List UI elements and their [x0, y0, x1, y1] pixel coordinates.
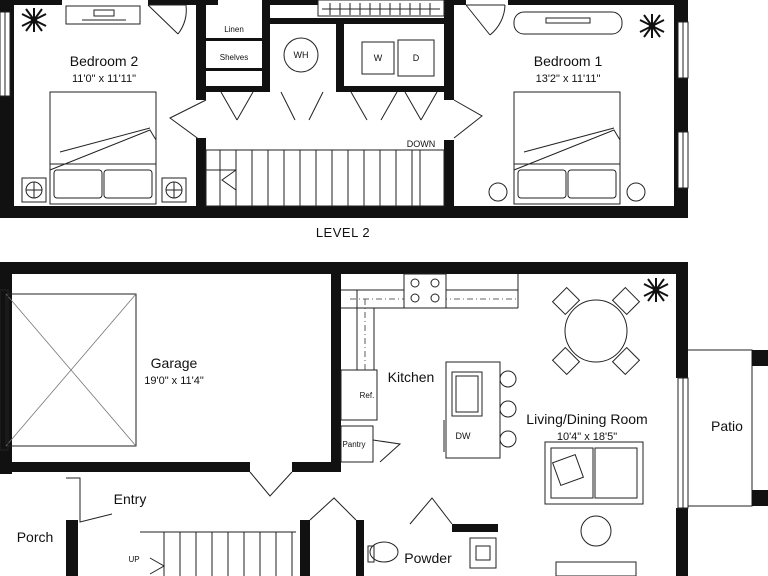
entry-name: Entry	[114, 491, 147, 507]
level-2-plan: Bedroom 2 11'0" x 11'11" Bedroom 1 13'2"…	[0, 0, 689, 240]
garage-bottom-wall	[0, 462, 250, 472]
garage-dims: 19'0" x 11'4"	[144, 375, 204, 387]
patio	[688, 349, 768, 507]
shelves-label: Shelves	[220, 53, 248, 62]
garage-name: Garage	[151, 355, 198, 371]
water-heater	[283, 37, 319, 73]
refrigerator	[340, 369, 378, 421]
tv-stand	[555, 561, 637, 576]
washer-label: W	[374, 53, 383, 63]
dresser	[65, 5, 141, 25]
bedroom2-name: Bedroom 2	[70, 53, 139, 69]
water-heater-label: WH	[294, 50, 309, 60]
level-label: LEVEL 2	[316, 225, 370, 240]
hall-wall	[206, 86, 270, 92]
dryer	[397, 39, 435, 77]
plant-icon	[639, 14, 665, 38]
nightstand-lamp	[488, 182, 508, 202]
stairs-level2	[205, 149, 445, 207]
bedroom2-dims: 11'0" x 11'11"	[72, 73, 136, 85]
hall-door	[169, 99, 207, 141]
closet-rod	[317, 0, 445, 17]
kitchen-island	[443, 361, 517, 459]
closet-wall	[262, 0, 270, 92]
dryer-label: D	[413, 53, 420, 63]
bed-icon	[49, 91, 157, 205]
entry-door	[66, 477, 113, 523]
garage-entry-door	[249, 471, 293, 497]
laundry-top-wall	[262, 18, 444, 24]
shelves-wall	[206, 68, 262, 71]
top-wall-seg	[446, 0, 466, 5]
toilet-icon	[367, 541, 399, 563]
top-wall-seg	[148, 0, 218, 5]
plant-icon	[643, 278, 669, 302]
garage-bottom-wall-right	[292, 462, 341, 472]
living-right-wall-lower	[676, 508, 688, 576]
patio-name: Patio	[711, 418, 743, 434]
porch-name: Porch	[17, 529, 54, 545]
bed-icon	[513, 91, 621, 205]
washer	[361, 41, 395, 75]
stair-down-label: DOWN	[407, 139, 436, 149]
top-wall-seg	[0, 0, 62, 5]
pantry-label: Pantry	[342, 440, 365, 449]
coffee-table	[580, 515, 612, 547]
powder-door	[409, 497, 453, 525]
level2-bottom-wall	[0, 206, 688, 218]
door-swing	[147, 4, 186, 35]
bedroom1-left-wall-lower	[444, 140, 454, 210]
nightstand-icon	[21, 177, 47, 203]
fridge-label: Ref.	[360, 391, 375, 400]
powder-name: Powder	[404, 550, 452, 566]
linen-shelf-wall	[206, 38, 262, 41]
kitchen-cabinets	[340, 273, 519, 463]
dishwasher-label: DW	[456, 431, 471, 441]
linen-label: Linen	[224, 25, 244, 34]
level-1-plan: Garage 19'0" x 11'4" Kitchen Ref. Pantry…	[0, 262, 768, 576]
top-wall-seg	[508, 0, 688, 5]
kitchen-name: Kitchen	[388, 369, 435, 385]
bedroom2-right-wall-lower	[196, 138, 206, 210]
living-name: Living/Dining Room	[526, 411, 647, 427]
pantry	[340, 425, 374, 463]
stair-up-label: UP	[128, 555, 139, 564]
garage-door-outline	[5, 293, 137, 447]
living-right-wall	[676, 262, 688, 378]
bedroom1-dims: 13'2" x 11'11"	[536, 73, 601, 85]
bedroom1-left-wall	[444, 0, 454, 100]
vanity	[469, 537, 497, 569]
dining-table	[551, 286, 641, 376]
nightstand-lamp	[626, 182, 646, 202]
top-wall-seg	[262, 0, 318, 5]
hall-wall	[336, 86, 444, 92]
sofa	[544, 441, 644, 505]
closet-door	[309, 497, 357, 521]
stairs-level1	[140, 531, 296, 576]
living-dims: 10'4" x 18'5"	[557, 431, 617, 443]
closet-wall	[336, 24, 344, 92]
stove	[403, 273, 447, 309]
bedroom2-right-wall	[196, 0, 206, 100]
nightstand-icon	[161, 177, 187, 203]
level1-top-wall	[0, 262, 688, 274]
bedroom1-name: Bedroom 1	[534, 53, 603, 69]
garage-kitchen-wall	[331, 274, 341, 472]
plant-icon	[21, 8, 47, 32]
